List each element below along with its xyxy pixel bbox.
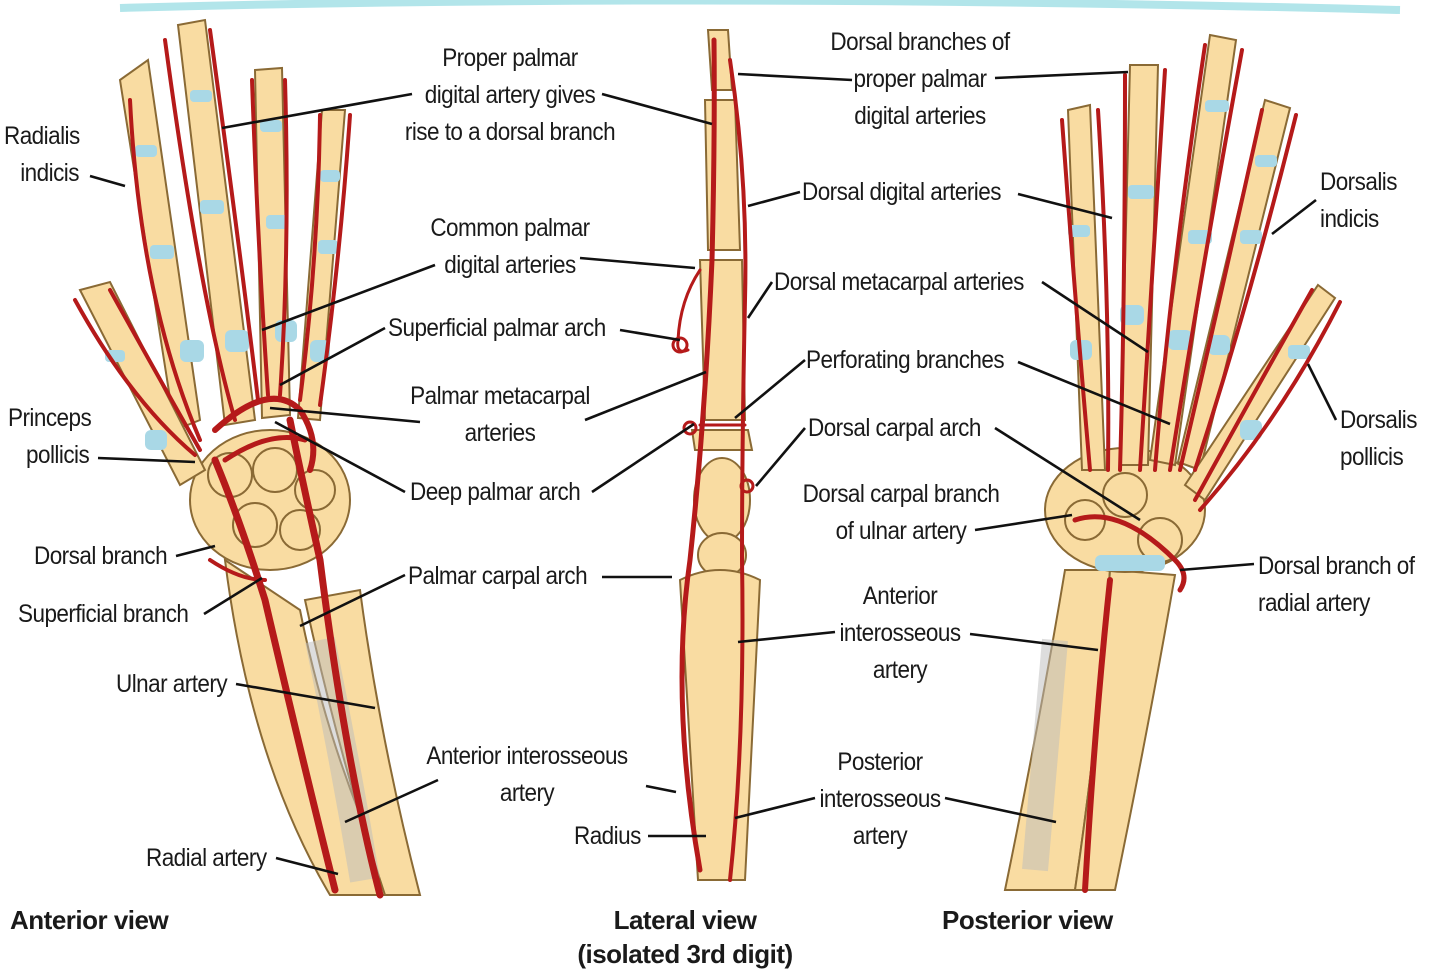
- label-anterior-interosseous-artery-anterior: Anterior interosseous artery: [426, 742, 628, 807]
- label-dorsalis-pollicis: Dorsalis pollicis: [1340, 406, 1417, 471]
- label-dorsalis-indicis: Dorsalis indicis: [1320, 168, 1397, 233]
- label-dorsal-metacarpal-arteries: Dorsal metacarpal arteries: [774, 268, 1024, 296]
- label-radius: Radius: [574, 822, 641, 850]
- label-palmar-metacarpal-arteries: Palmar metacarpal arteries: [410, 382, 590, 447]
- label-princeps-pollicis: Princeps pollicis: [8, 404, 92, 469]
- label-palmar-carpal-arch: Palmar carpal arch: [408, 562, 588, 590]
- label-proper-palmar-digital-artery: Proper palmar digital artery gives rise …: [404, 44, 616, 146]
- label-dorsal-carpal-arch: Dorsal carpal arch: [808, 414, 981, 442]
- caption-anterior-view: Anterior view: [10, 905, 169, 935]
- label-ulnar-artery: Ulnar artery: [116, 670, 228, 698]
- label-common-palmar-digital-arteries: Common palmar digital arteries: [430, 214, 590, 279]
- leader-lines: [89, 70, 1338, 876]
- posterior-hand: [1003, 33, 1342, 893]
- label-superficial-palmar-arch: Superficial palmar arch: [388, 314, 606, 342]
- label-dorsal-carpal-branch-ulnar: Dorsal carpal branch of ulnar artery: [802, 480, 1000, 545]
- anterior-hand: [73, 18, 422, 899]
- label-radialis-indicis: Radialis indicis: [4, 122, 80, 187]
- lateral-digit: [671, 29, 762, 882]
- label-dorsal-branch-radial-artery: Dorsal branch of radial artery: [1258, 552, 1415, 617]
- label-dorsal-branches-proper-palmar: Dorsal branches of proper palmar digital…: [830, 28, 1010, 130]
- label-radial-artery: Radial artery: [146, 844, 267, 872]
- label-superficial-branch: Superficial branch: [18, 600, 189, 628]
- label-deep-palmar-arch: Deep palmar arch: [410, 478, 581, 506]
- caption-posterior-view: Posterior view: [942, 905, 1113, 935]
- caption-lateral-view: Lateral view (isolated 3rd digit): [577, 905, 793, 969]
- label-posterior-interosseous-artery: Posterior interosseous artery: [819, 748, 941, 850]
- label-anterior-interosseous-artery-posterior: Anterior interosseous artery: [839, 582, 961, 684]
- label-dorsal-digital-arteries: Dorsal digital arteries: [802, 178, 1001, 206]
- label-dorsal-branch: Dorsal branch: [34, 542, 168, 570]
- label-perforating-branches: Perforating branches: [806, 346, 1005, 374]
